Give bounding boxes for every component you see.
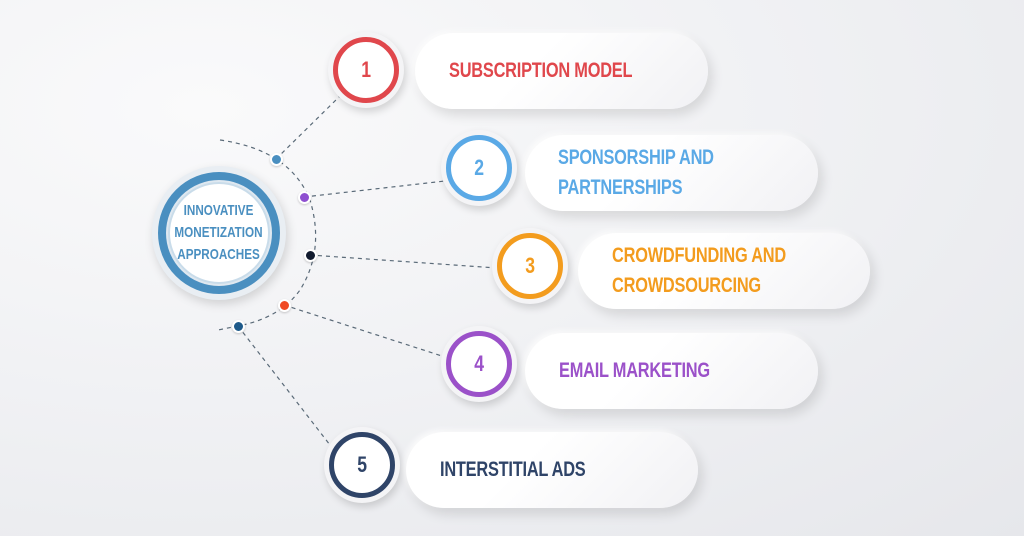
step-label: EMAIL MARKETING <box>559 359 710 382</box>
step-4-card: EMAIL MARKETING <box>525 333 818 409</box>
step-2-card: SPONSORSHIP AND PARTNERSHIPS <box>525 135 818 211</box>
step-label: SUBSCRIPTION MODEL <box>449 59 633 82</box>
step-label: CROWDFUNDING AND <box>612 244 786 267</box>
step-label: PARTNERSHIPS <box>558 176 683 199</box>
connector-dot <box>304 249 317 262</box>
connector-dot <box>298 191 311 204</box>
step-number: 5 <box>357 452 367 477</box>
center-title-line: INNOVATIVE <box>184 202 254 219</box>
step-5-badge: 5 <box>324 427 400 503</box>
step-label: INTERSTITIAL ADS <box>440 458 586 481</box>
step-label: SPONSORSHIP AND <box>558 146 714 169</box>
step-5-card: INTERSTITIAL ADS <box>406 432 698 508</box>
step-number: 2 <box>474 155 484 180</box>
step-1-badge: 1 <box>328 32 404 108</box>
step-2-badge: 2 <box>441 130 517 206</box>
step-3-card: CROWDFUNDING AND CROWDSOURCING <box>578 233 870 309</box>
center-title-line: APPROACHES <box>177 246 261 263</box>
step-number: 1 <box>361 57 371 82</box>
connector-dot <box>270 153 283 166</box>
center-title: INNOVATIVE MONETIZATION APPROACHES <box>175 200 263 266</box>
step-number: 3 <box>525 253 535 278</box>
center-title-line: MONETIZATION <box>174 224 264 241</box>
step-4-badge: 4 <box>441 326 517 402</box>
step-1-card: SUBSCRIPTION MODEL <box>415 33 708 109</box>
step-label: CROWDSOURCING <box>612 274 761 297</box>
center-hub: INNOVATIVE MONETIZATION APPROACHES <box>152 166 286 300</box>
connector-dot <box>232 320 245 333</box>
step-3-badge: 3 <box>492 228 568 304</box>
step-number: 4 <box>474 351 484 376</box>
connector-dot <box>278 299 291 312</box>
